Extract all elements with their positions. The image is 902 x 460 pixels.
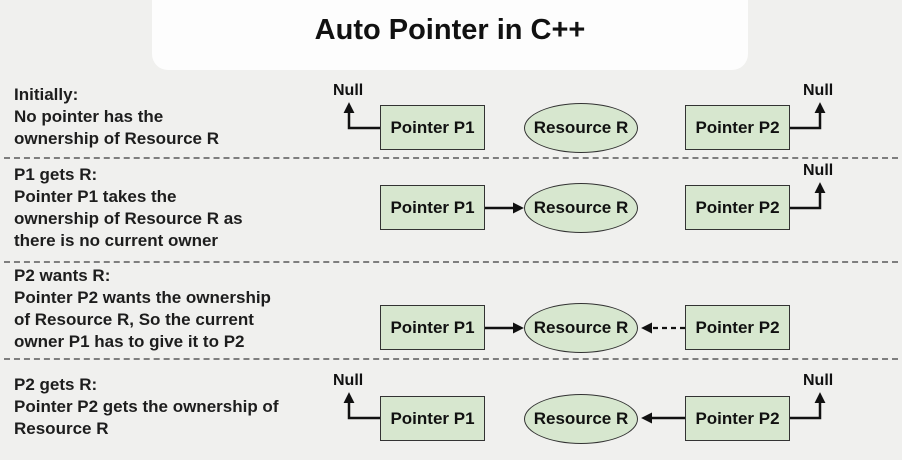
row2-heading: P1 gets R: bbox=[14, 165, 98, 184]
pointer-p2-node: Pointer P2 bbox=[685, 305, 790, 350]
pointer-p1-node: Pointer P1 bbox=[380, 185, 485, 230]
null-label: Null bbox=[333, 82, 364, 99]
arrow-p2-to-null bbox=[790, 182, 826, 210]
resource-r-node: Resource R bbox=[524, 103, 638, 153]
pointer-p2-node: Pointer P2 bbox=[685, 185, 790, 230]
null-label: Null bbox=[803, 372, 834, 389]
null-label: Null bbox=[803, 162, 834, 179]
page-title: Auto Pointer in C++ bbox=[314, 14, 586, 46]
arrow-p1-to-null bbox=[343, 102, 380, 130]
null-label: Null bbox=[803, 82, 834, 99]
row1-line: ownership of Resource R bbox=[14, 129, 219, 148]
row3-line: Pointer P2 wants the ownership bbox=[14, 288, 271, 307]
resource-r-node: Resource R bbox=[524, 394, 638, 444]
null-label: Null bbox=[333, 372, 364, 389]
row4-line: Resource R bbox=[14, 419, 109, 438]
row1-heading: Initially: bbox=[14, 85, 79, 104]
row4-heading: P2 gets R: bbox=[14, 375, 98, 394]
row-separator bbox=[4, 261, 898, 263]
row4-caption: P2 gets R: Pointer P2 gets the ownership… bbox=[14, 374, 278, 440]
row3-heading: P2 wants R: bbox=[14, 266, 111, 285]
pointer-p1-node: Pointer P1 bbox=[380, 396, 485, 441]
row1-caption: Initially: No pointer has the ownership … bbox=[14, 84, 219, 150]
row-separator bbox=[4, 157, 898, 159]
row2-caption: P1 gets R: Pointer P1 takes the ownershi… bbox=[14, 164, 243, 252]
row2-line: Pointer P1 takes the bbox=[14, 187, 177, 206]
resource-r-node: Resource R bbox=[524, 183, 638, 233]
pointer-p2-node: Pointer P2 bbox=[685, 105, 790, 150]
pointer-p2-node: Pointer P2 bbox=[685, 396, 790, 441]
arrow-p2-to-null bbox=[790, 392, 826, 420]
row3-line: owner P1 has to give it to P2 bbox=[14, 332, 245, 351]
pointer-p1-node: Pointer P1 bbox=[380, 305, 485, 350]
row1-line: No pointer has the bbox=[14, 107, 164, 126]
title-panel bbox=[152, 0, 748, 70]
row3-line: of Resource R, So the current bbox=[14, 310, 254, 329]
row3-caption: P2 wants R: Pointer P2 wants the ownersh… bbox=[14, 265, 271, 353]
arrow-p1-to-null bbox=[343, 392, 380, 420]
arrow-p2-to-null bbox=[790, 102, 826, 130]
pointer-p1-node: Pointer P1 bbox=[380, 105, 485, 150]
resource-r-node: Resource R bbox=[524, 303, 638, 353]
row4-line: Pointer P2 gets the ownership of bbox=[14, 397, 279, 416]
row-separator bbox=[4, 358, 898, 360]
row2-line: ownership of Resource R as bbox=[14, 209, 243, 228]
row2-line: there is no current owner bbox=[14, 231, 219, 250]
